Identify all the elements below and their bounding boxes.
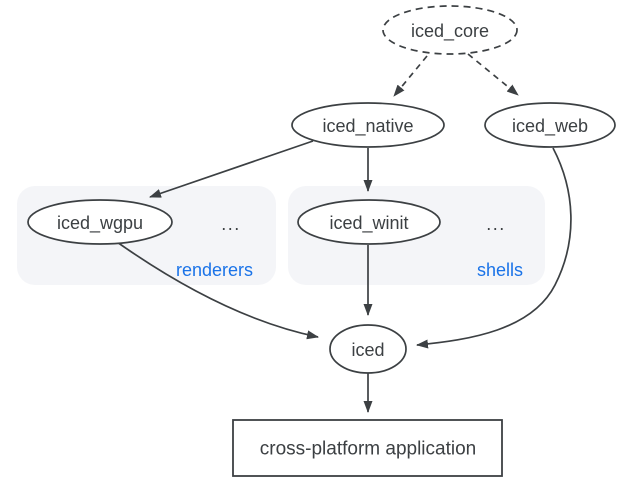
renderers-group-label: renderers xyxy=(176,260,253,280)
node-iced-core xyxy=(382,5,518,55)
node-cross-platform-application-label: cross-platform application xyxy=(260,439,476,460)
edge-iced-core-to-iced-web xyxy=(467,53,519,96)
node-iced-native-label: iced_native xyxy=(322,116,413,137)
edge-iced-core-to-iced-native xyxy=(393,55,428,97)
node-iced-winit xyxy=(297,199,441,245)
node-iced-web-label: iced_web xyxy=(512,116,588,137)
edge-iced-native-to-iced-wgpu xyxy=(149,140,314,198)
node-cross-platform-application xyxy=(232,419,503,477)
node-iced-native xyxy=(291,102,445,148)
shells-ellipsis: ... xyxy=(486,214,506,234)
node-iced-wgpu xyxy=(27,199,173,245)
node-iced-label: iced xyxy=(351,340,384,360)
edge-iced-wgpu-to-iced xyxy=(116,241,319,340)
renderers-ellipsis: ... xyxy=(221,214,241,234)
edge-iced-web-to-iced xyxy=(416,147,572,349)
node-iced-wgpu-label: iced_wgpu xyxy=(57,213,143,234)
node-iced-winit-label: iced_winit xyxy=(329,213,408,234)
node-iced-core-label: iced_core xyxy=(411,21,489,42)
shells-group-label: shells xyxy=(477,260,523,280)
node-iced xyxy=(329,324,407,374)
node-iced-web xyxy=(484,102,616,148)
